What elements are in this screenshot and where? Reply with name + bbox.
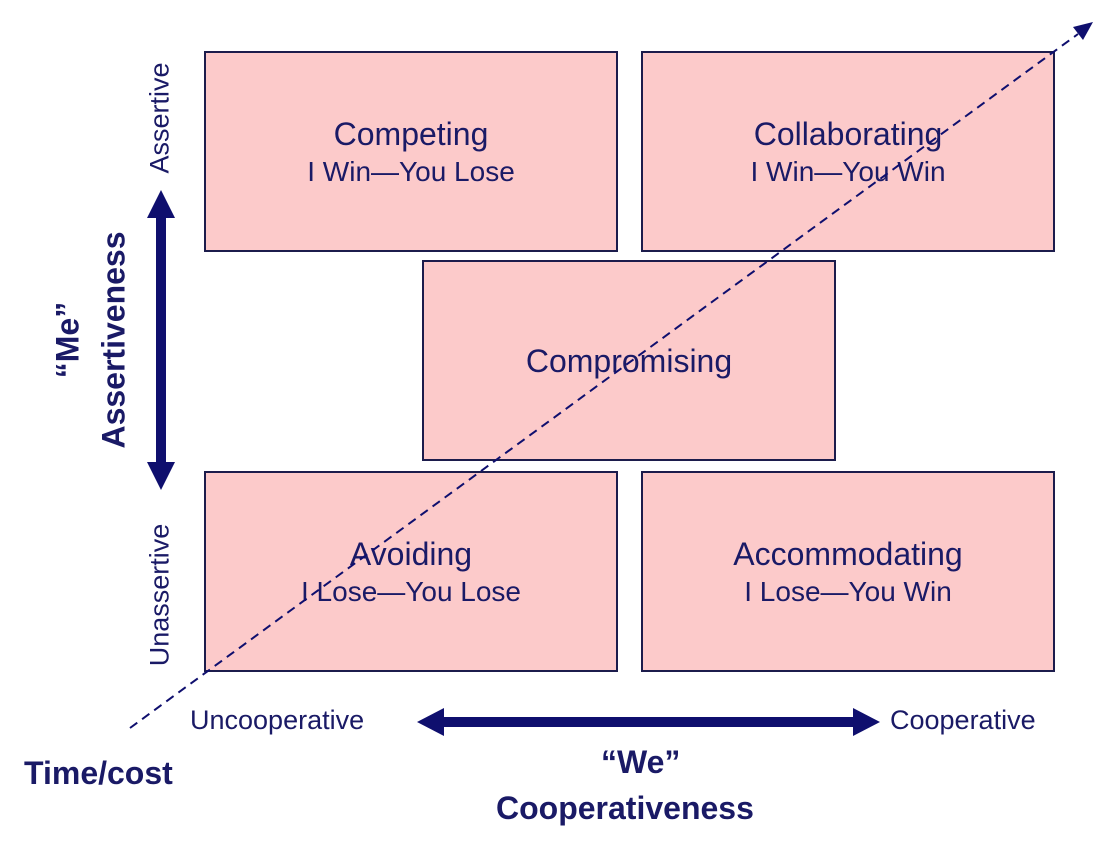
avoiding-box: Avoiding I Lose—You Lose — [204, 471, 618, 672]
assertiveness-arrow-shaft — [156, 214, 166, 464]
competing-title: Competing — [333, 115, 489, 152]
diagonal-arrowhead — [1073, 22, 1093, 40]
accommodating-title: Accommodating — [733, 535, 963, 572]
accommodating-box: Accommodating I Lose—You Win — [641, 471, 1055, 672]
competing-box: Competing I Win—You Lose — [204, 51, 618, 252]
assertiveness-label: Assertiveness — [95, 231, 132, 449]
avoiding-subtitle: I Lose—You Lose — [300, 575, 522, 607]
time-cost-label: Time/cost — [24, 755, 173, 791]
cooperative-label: Cooperative — [890, 705, 1036, 735]
cooperativeness-label: Cooperativeness — [496, 790, 754, 826]
collaborating-subtitle: I Win—You Win — [750, 155, 946, 187]
compromising-title: Compromising — [525, 342, 733, 379]
cooperativeness-arrow-left — [417, 708, 444, 736]
uncooperative-label: Uncooperative — [190, 705, 365, 735]
assertiveness-arrow-down — [147, 462, 175, 490]
collaborating-title: Collaborating — [753, 115, 943, 152]
avoiding-title: Avoiding — [349, 535, 473, 572]
cooperativeness-arrow-shaft — [440, 717, 856, 727]
cooperativeness-arrow-right — [853, 708, 880, 736]
we-label: “We” — [601, 744, 681, 780]
competing-subtitle: I Win—You Lose — [307, 155, 515, 187]
accommodating-subtitle: I Lose—You Win — [744, 575, 952, 607]
assertive-label: Assertive — [144, 62, 175, 174]
assertiveness-arrow-up — [147, 190, 175, 218]
compromising-box: Compromising — [422, 260, 836, 461]
unassertive-label: Unassertive — [144, 523, 175, 667]
me-label: “Me” — [49, 301, 86, 379]
collaborating-box: Collaborating I Win—You Win — [641, 51, 1055, 252]
